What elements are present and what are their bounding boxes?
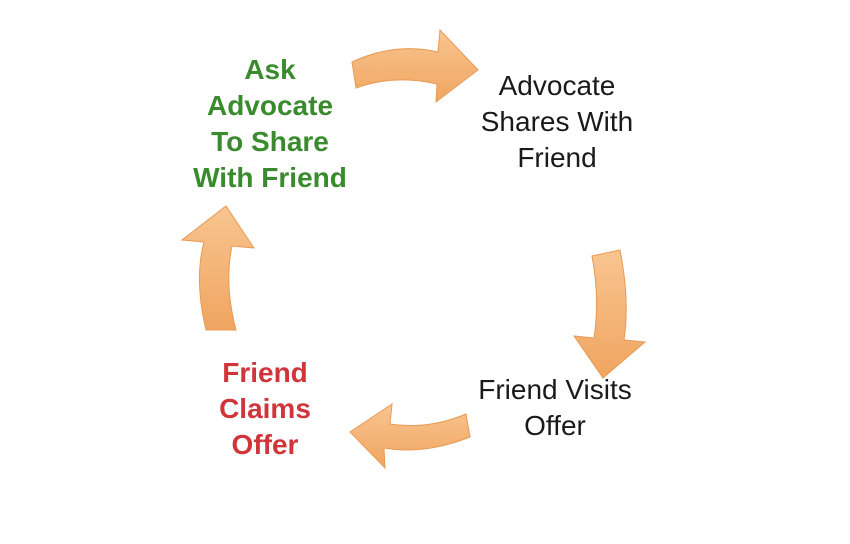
step-ask-line-2: Advocate: [206, 90, 334, 121]
step-friend-visits: Friend Visits Offer: [455, 372, 655, 444]
step-ask-line-1: Ask: [244, 54, 296, 85]
step-claims-line-1: Friend: [222, 357, 308, 388]
arrow-ask-to-shares: [351, 28, 479, 104]
step-claims-line-2: Claims: [219, 393, 311, 424]
step-advocate-shares: Advocate Shares With Friend: [462, 68, 652, 176]
step-ask-line-4: With Friend: [193, 162, 347, 193]
arrow-claims-to-ask: [180, 205, 255, 331]
step-shares-line-2: Shares With: [480, 106, 634, 137]
step-ask-advocate: Ask Advocate To Share With Friend: [175, 52, 365, 196]
step-shares-line-3: Friend: [517, 142, 597, 173]
step-claims-line-3: Offer: [231, 429, 299, 460]
step-visits-line-1: Friend Visits: [478, 374, 632, 405]
step-visits-line-2: Offer: [524, 410, 586, 441]
step-shares-line-1: Advocate: [498, 70, 616, 101]
arrow-shares-to-visits: [572, 249, 647, 379]
step-ask-line-3: To Share: [211, 126, 329, 157]
step-friend-claims: Friend Claims Offer: [185, 355, 345, 463]
arrow-visits-to-claims: [349, 402, 471, 470]
